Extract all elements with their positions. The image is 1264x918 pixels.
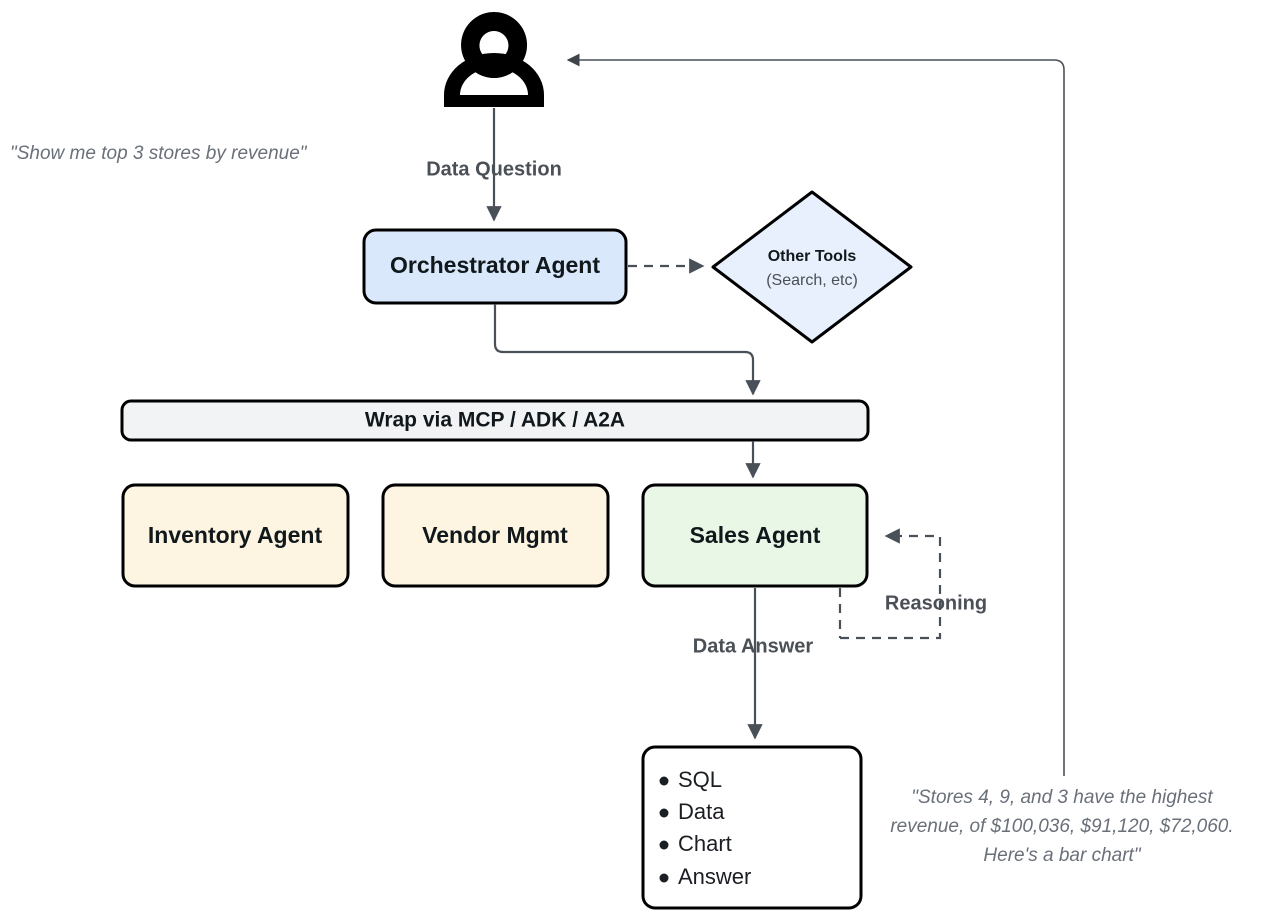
output-item-label: Chart (678, 831, 732, 856)
orchestrator-box[interactable] (362, 228, 628, 305)
other-tools-sublabel: (Search, etc) (766, 272, 858, 289)
edge-reasoning-loop-return (840, 528, 942, 640)
output-list-item: Data (659, 799, 725, 824)
inventory-agent-label: Inventory Agent (148, 522, 323, 548)
output-item-label: Data (678, 799, 725, 824)
edge-label-data-question: Data Question (426, 158, 562, 180)
edge-orchestrator-to-wrap-bar (493, 304, 761, 396)
inventory-agent-box[interactable] (121, 483, 350, 588)
output-item-label: SQL (678, 767, 722, 792)
vendor-mgmt-box[interactable] (381, 483, 610, 588)
annotation-answer-summary: "Stores 4, 9, and 3 have the highest rev… (890, 787, 1233, 866)
edge-output-back-to-user (566, 53, 1065, 776)
sales-agent-box[interactable] (641, 483, 869, 588)
annotation-answer-line: revenue, of $100,036, $91,120, $72,060. (890, 816, 1233, 837)
node-orchestrator-agent[interactable]: Orchestrator Agent (362, 228, 628, 305)
node-sales-agent[interactable]: Sales Agent (641, 483, 869, 588)
wrap-bar-label: Wrap via MCP / ADK / A2A (365, 409, 625, 432)
edge-label-data-answer: Data Answer (693, 635, 814, 657)
bullet-icon (659, 808, 669, 818)
person-icon (444, 12, 544, 107)
node-output-box[interactable]: SQL Data Chart Answer (641, 745, 863, 910)
sales-agent-label: Sales Agent (690, 522, 821, 548)
wrap-bar-box[interactable] (120, 399, 870, 442)
output-box-frame[interactable] (641, 745, 863, 910)
output-list-item: SQL (659, 767, 722, 792)
bullet-icon (659, 840, 669, 850)
edge-label-reasoning: Reasoning (885, 592, 987, 614)
output-item-label: Answer (678, 864, 751, 889)
annotation-answer-line: "Stores 4, 9, and 3 have the highest (911, 787, 1213, 808)
annotation-user-question: "Show me top 3 stores by revenue" (10, 143, 308, 164)
output-list-item: Answer (659, 864, 751, 889)
orchestrator-label: Orchestrator Agent (390, 252, 600, 278)
node-inventory-agent[interactable]: Inventory Agent (121, 483, 350, 588)
other-tools-label: Other Tools (768, 248, 857, 265)
vendor-mgmt-label: Vendor Mgmt (422, 522, 568, 548)
node-wrap-bar[interactable]: Wrap via MCP / ADK / A2A (120, 399, 870, 442)
other-tools-diamond[interactable] (711, 190, 913, 344)
bullet-icon (659, 873, 669, 883)
node-vendor-mgmt[interactable]: Vendor Mgmt (381, 483, 610, 588)
bullet-icon (659, 776, 669, 786)
output-list-item: Chart (659, 831, 732, 856)
node-other-tools[interactable]: Other Tools (Search, etc) (711, 190, 913, 344)
annotation-answer-line: Here's a bar chart" (983, 845, 1141, 866)
